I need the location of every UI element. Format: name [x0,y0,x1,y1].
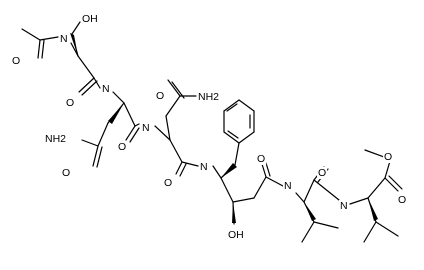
atom-oxygen-statine-carbonyl: O [257,153,265,165]
atom-nitrogen-statine: N [200,161,208,173]
atom-oxygen-ester-carbonyl: O [398,194,406,206]
atom-labels: OH N O O N O N NH2 O NH2 O O N O OH N O … [11,13,408,241]
atom-nitrogen-glutamine: N [102,83,110,95]
atom-oxygen-acetyl: O [12,55,20,67]
atom-oxygen-glutamine-side: O [62,167,70,179]
atom-nitrogen-valine-1: N [284,180,292,192]
atom-oxygen-ester: O [384,151,392,163]
atom-hydroxyl-statine: OH [228,229,244,241]
stereo-wedges [70,33,378,223]
atom-oxygen-serine-carbonyl: O [66,97,74,109]
atom-amide-asparagine: NH2 [198,91,219,103]
atom-oxygen-asparagine-carbonyl: O [164,177,172,189]
atom-nitrogen-acetyl: N [60,33,68,45]
atom-amide-glutamine: NH2 [45,133,66,145]
atom-hydroxyl-serine: OH [82,13,98,25]
atom-oxygen-asparagine-side: O [156,90,164,102]
atom-nitrogen-asparagine: N [142,122,150,134]
atom-oxygen-valine-1-carbonyl: O [318,167,326,179]
atom-nitrogen-valine-2: N [340,200,348,212]
atom-oxygen-glutamine-carbonyl: O [118,141,126,153]
